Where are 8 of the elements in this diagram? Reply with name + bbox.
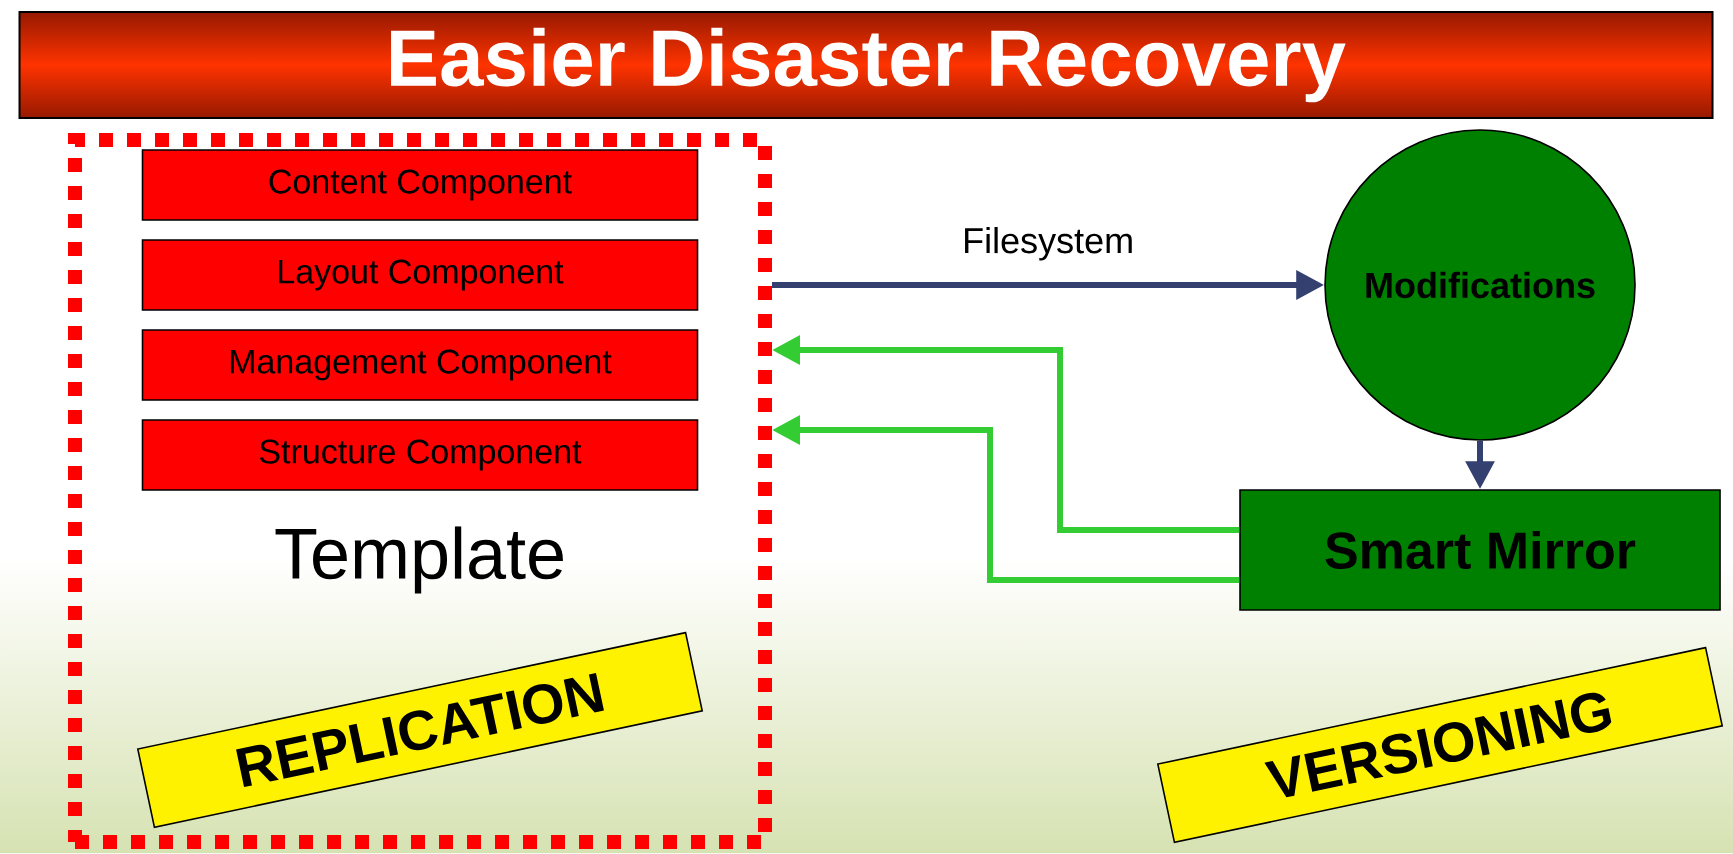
edge-label: Filesystem (958, 223, 1139, 265)
component-box: Layout Component (141, 239, 699, 311)
process-box: Smart Mirror (1239, 489, 1721, 611)
circle-node: Modifications (1324, 129, 1636, 441)
component-box: Structure Component (141, 419, 699, 491)
component-box: Content Component (141, 149, 699, 221)
title-banner: Easier Disaster Recovery (18, 11, 1714, 119)
component-box: Management Component (141, 329, 699, 401)
